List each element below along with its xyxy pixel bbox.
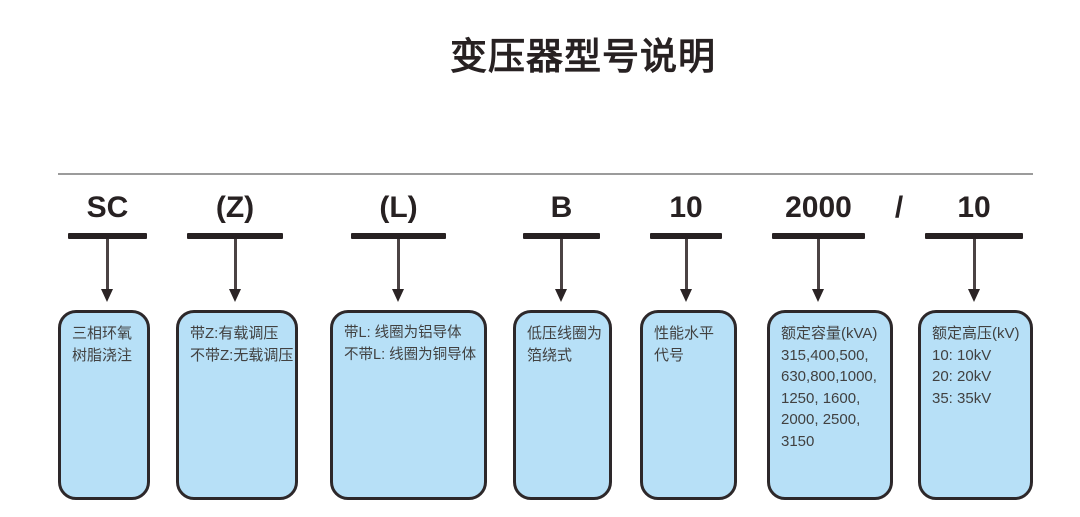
description-line: 箔绕式 bbox=[527, 346, 573, 364]
description-line: 3150 bbox=[781, 432, 815, 450]
description-line: 20: 20kV bbox=[932, 368, 992, 385]
description-line: 不带L: 线圈为铜导体 bbox=[344, 346, 477, 363]
arrow-down-icon bbox=[555, 289, 567, 302]
description-line: 树脂浇注 bbox=[72, 346, 133, 364]
arrow-down-icon bbox=[228, 289, 241, 302]
arrow-down-icon bbox=[967, 289, 980, 302]
arrow-down-stem bbox=[972, 239, 976, 290]
arrow-down-stem bbox=[560, 239, 563, 290]
code-l: (L) bbox=[379, 191, 418, 224]
description-line: 315,400,500, bbox=[781, 346, 869, 364]
underline-bar bbox=[523, 233, 600, 239]
description-box-hv: 额定高压(kV) 10: 10kV 20: 20kV 35: 35kV bbox=[918, 310, 1033, 500]
slash-separator: / bbox=[894, 191, 904, 224]
page-title: 变压器型号说明 bbox=[450, 36, 716, 77]
arrow-down-stem bbox=[397, 239, 400, 290]
description-line: 不带Z:无载调压 bbox=[190, 346, 294, 364]
description-line: 三相环氧 bbox=[72, 325, 133, 342]
underline-bar bbox=[772, 233, 865, 239]
description-box-b: 低压线圈为 箔绕式 bbox=[513, 310, 612, 500]
underline-bar bbox=[68, 233, 147, 239]
code-b: B bbox=[550, 191, 573, 224]
description-box-performance: 性能水平 代号 bbox=[640, 310, 737, 500]
description-line: 带Z:有载调压 bbox=[190, 325, 279, 342]
description-box-z: 带Z:有载调压 不带Z:无载调压 bbox=[176, 310, 298, 500]
description-line: 额定高压(kV) bbox=[932, 325, 1020, 342]
code-performance-level: 10 bbox=[669, 191, 703, 224]
underline-bar bbox=[351, 233, 446, 239]
underline-bar bbox=[187, 233, 283, 239]
code-rated-capacity: 2000 bbox=[785, 191, 852, 224]
description-line: 额定容量(kVA) bbox=[781, 325, 878, 342]
description-line: 630,800,1000, bbox=[781, 368, 877, 385]
description-line: 35: 35kV bbox=[932, 389, 992, 407]
arrow-down-icon bbox=[679, 289, 692, 302]
arrow-down-icon bbox=[392, 289, 404, 302]
horizontal-rule bbox=[58, 173, 1033, 175]
description-line: 2000, 2500, bbox=[781, 411, 861, 428]
arrow-down-icon bbox=[812, 289, 824, 302]
description-line: 10: 10kV bbox=[932, 346, 992, 364]
arrow-down-stem bbox=[817, 239, 820, 290]
code-rated-hv: 10 bbox=[957, 191, 991, 224]
description-box-l: 带L: 线圈为铝导体 不带L: 线圈为铜导体 bbox=[330, 310, 487, 500]
description-box-sc: 三相环氧 树脂浇注 bbox=[58, 310, 150, 500]
description-line: 1250, 1600, bbox=[781, 389, 861, 407]
underline-bar bbox=[925, 233, 1023, 239]
description-line: 代号 bbox=[654, 346, 685, 364]
code-z: (Z) bbox=[215, 191, 255, 224]
arrow-down-stem bbox=[233, 239, 237, 290]
arrow-down-icon bbox=[101, 289, 113, 302]
underline-bar bbox=[650, 233, 722, 239]
arrow-down-stem bbox=[106, 239, 109, 290]
description-line: 带L: 线圈为铝导体 bbox=[344, 325, 462, 341]
arrow-down-stem bbox=[684, 239, 688, 290]
code-sc: SC bbox=[86, 191, 129, 224]
description-line: 性能水平 bbox=[654, 325, 715, 342]
description-box-capacity: 额定容量(kVA) 315,400,500, 630,800,1000, 125… bbox=[767, 310, 893, 500]
description-line: 低压线圈为 bbox=[527, 325, 603, 342]
